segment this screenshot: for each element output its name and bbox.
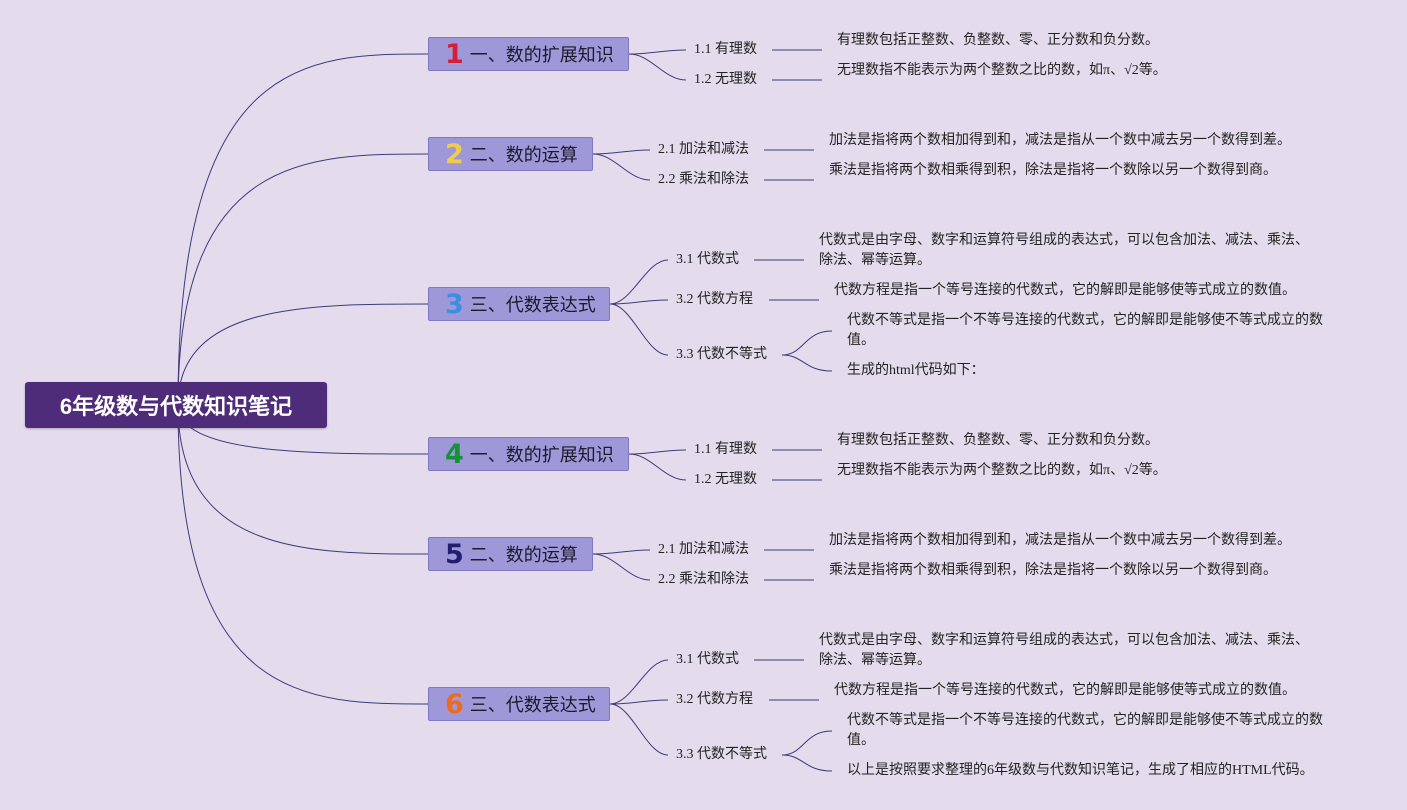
branch-sub-connector <box>609 659 669 705</box>
description-text: 加法是指将两个数相加得到和，减法是指从一个数中减去另一个数得到差。 <box>829 133 1291 148</box>
branch-sub-connector <box>609 259 669 305</box>
branch-number-icon: 5 <box>445 538 464 570</box>
sub-desc-fork-connector <box>781 754 833 772</box>
branch-sub-connector <box>592 549 651 555</box>
root-title: 6年级数与代数知识笔记 <box>59 394 293 419</box>
branch-sub-connector <box>628 53 687 81</box>
branch-sub-connector <box>609 699 669 705</box>
description-text: 加法是指将两个数相加得到和，减法是指从一个数中减去另一个数得到差。 <box>829 533 1291 548</box>
description-text: 代数不等式是指一个不等号连接的代数式，它的解即是能够使不等式成立的数值。 <box>847 313 1323 348</box>
sub-desc-fork-connector <box>781 730 833 756</box>
branch-label: 二、数的运算 <box>469 145 578 165</box>
branch-number-icon: 1 <box>445 38 464 70</box>
branch-sub-connector <box>609 703 669 756</box>
sub-topic-label[interactable]: 1.2 无理数 <box>694 472 757 487</box>
branch-number-icon: 6 <box>445 688 464 720</box>
branch-sub-connector <box>609 303 669 356</box>
branch-label: 二、数的运算 <box>469 545 578 565</box>
sub-topic-label[interactable]: 3.1 代数式 <box>676 652 739 667</box>
root-branch-connector <box>177 53 429 406</box>
sub-desc-fork-connector <box>781 354 833 372</box>
branch-number-icon: 4 <box>445 438 464 470</box>
root-branch-connector <box>177 404 429 555</box>
sub-topic-label[interactable]: 1.2 无理数 <box>694 72 757 87</box>
sub-topic-label[interactable]: 3.2 代数方程 <box>676 292 753 307</box>
branch-sub-connector <box>628 449 687 455</box>
branch-sub-connector <box>628 49 687 55</box>
description-text: 有理数包括正整数、负整数、零、正分数和负分数。 <box>837 33 1159 48</box>
description-text: 乘法是指将两个数相乘得到积，除法是指将一个数除以另一个数得到商。 <box>829 163 1277 178</box>
description-text: 有理数包括正整数、负整数、零、正分数和负分数。 <box>837 433 1159 448</box>
root-branch-connector <box>177 404 429 705</box>
sub-topic-label[interactable]: 2.2 乘法和除法 <box>658 572 749 587</box>
description-text: 代数式是由字母、数字和运算符号组成的表达式，可以包含加法、减法、乘法、除法、幂等… <box>819 633 1309 668</box>
root-branch-connector <box>177 303 429 406</box>
description-text: 无理数指不能表示为两个整数之比的数，如π、√2等。 <box>837 63 1167 78</box>
branch-number-icon: 3 <box>445 288 464 320</box>
sub-topic-label[interactable]: 3.3 代数不等式 <box>676 347 767 362</box>
root-branch-connector <box>177 153 429 406</box>
branch-sub-connector <box>609 299 669 305</box>
description-text: 乘法是指将两个数相乘得到积，除法是指将一个数除以另一个数得到商。 <box>829 563 1277 578</box>
branch-sub-connector <box>592 149 651 155</box>
description-text: 代数方程是指一个等号连接的代数式，它的解即是能够使等式成立的数值。 <box>834 683 1296 698</box>
sub-topic-label[interactable]: 3.2 代数方程 <box>676 692 753 707</box>
sub-topic-label[interactable]: 2.2 乘法和除法 <box>658 172 749 187</box>
branch-sub-connector <box>628 453 687 481</box>
sub-topic-label[interactable]: 2.1 加法和减法 <box>658 142 749 157</box>
sub-topic-label[interactable]: 2.1 加法和减法 <box>658 542 749 557</box>
branch-label: 三、代数表达式 <box>469 295 596 315</box>
sub-desc-fork-connector <box>781 330 833 356</box>
branch-sub-connector <box>592 553 651 581</box>
description-text: 代数方程是指一个等号连接的代数式，它的解即是能够使等式成立的数值。 <box>834 283 1296 298</box>
sub-topic-label[interactable]: 1.1 有理数 <box>694 42 757 57</box>
description-text: 代数不等式是指一个不等号连接的代数式，它的解即是能够使不等式成立的数值。 <box>847 713 1323 748</box>
sub-topic-label[interactable]: 3.3 代数不等式 <box>676 747 767 762</box>
branch-label: 一、数的扩展知识 <box>469 445 614 465</box>
branch-sub-connector <box>592 153 651 181</box>
sub-topic-label[interactable]: 3.1 代数式 <box>676 252 739 267</box>
branch-label: 一、数的扩展知识 <box>469 45 614 65</box>
branch-label: 三、代数表达式 <box>469 695 596 715</box>
description-text: 以上是按照要求整理的6年级数与代数知识笔记，生成了相应的HTML代码。 <box>847 763 1314 778</box>
root-node[interactable]: 6年级数与代数知识笔记 <box>25 382 327 428</box>
description-text: 代数式是由字母、数字和运算符号组成的表达式，可以包含加法、减法、乘法、除法、幂等… <box>819 233 1309 268</box>
description-text: 生成的html代码如下： <box>847 363 985 378</box>
branch-number-icon: 2 <box>445 138 464 170</box>
description-text: 无理数指不能表示为两个整数之比的数，如π、√2等。 <box>837 463 1167 478</box>
sub-topic-label[interactable]: 1.1 有理数 <box>694 442 757 457</box>
